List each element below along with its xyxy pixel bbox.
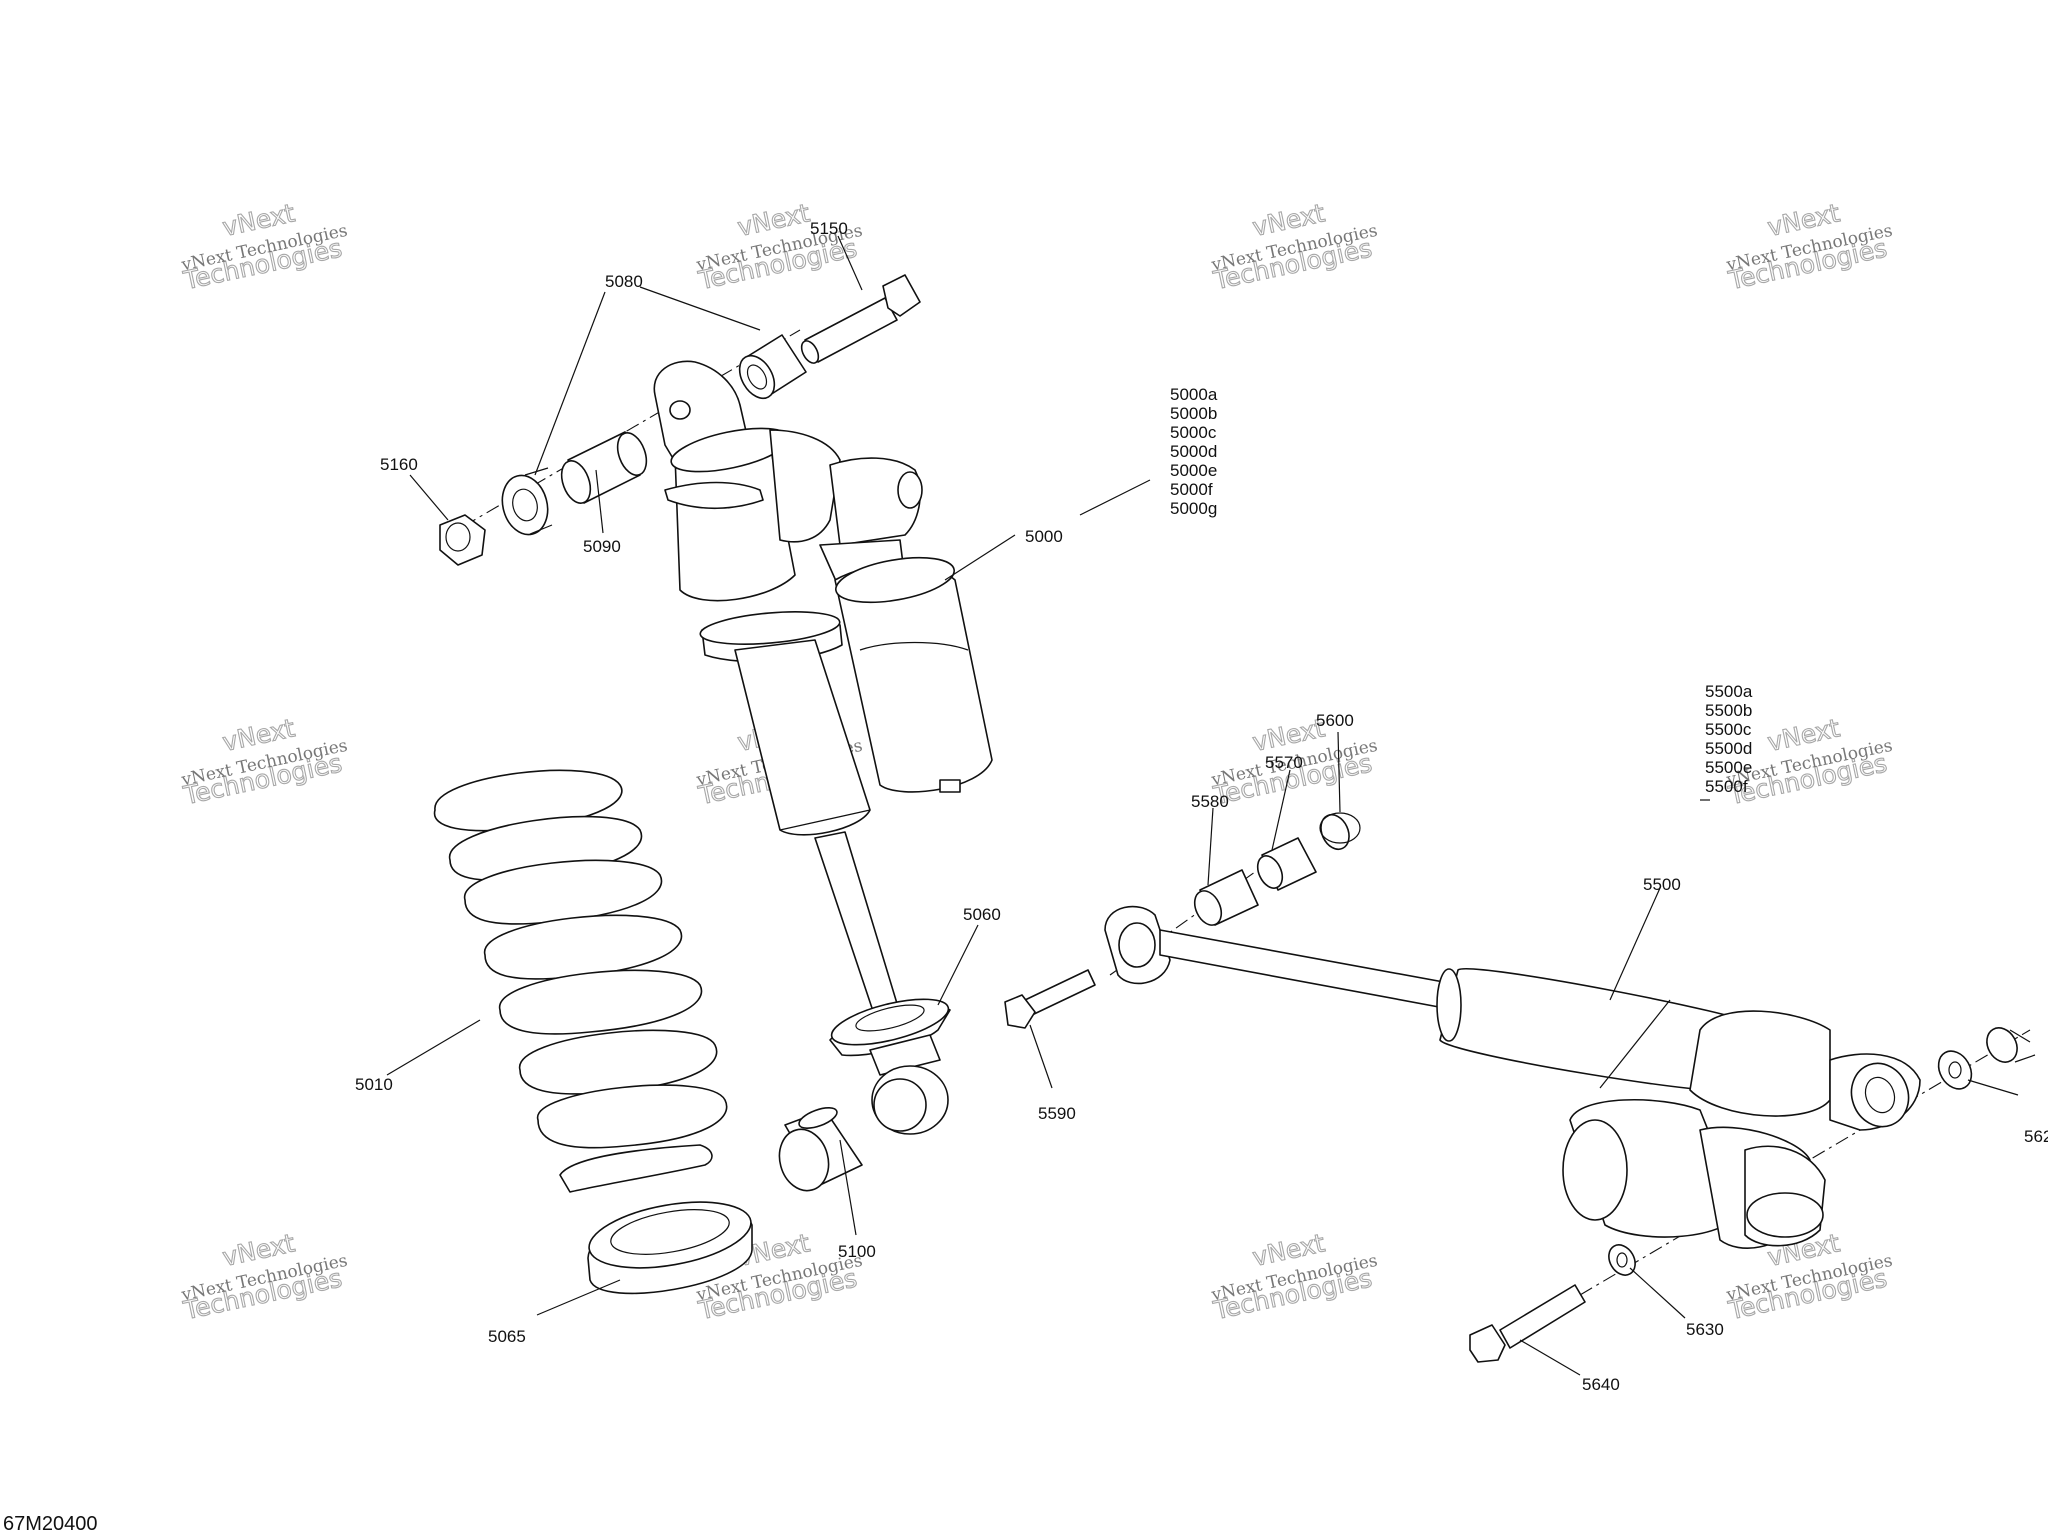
shock-5000-body <box>653 360 993 1076</box>
nut-5160 <box>439 514 486 566</box>
callout-5620: 5620 <box>2024 1127 2048 1146</box>
callout-5000-variant: 5000g <box>1170 499 1217 518</box>
coil-spring-5010 <box>433 769 728 1193</box>
callout-5160: 5160 <box>380 455 418 474</box>
callout-5100: 5100 <box>838 1242 876 1261</box>
callout-5010: 5010 <box>355 1075 393 1094</box>
bushing-5100 <box>778 1107 863 1192</box>
bolt-5640 <box>1469 1284 1586 1363</box>
bushing-5080-upper <box>738 334 807 400</box>
callout-5060: 5060 <box>963 905 1001 924</box>
diagram-reference: 67M20400 <box>3 1513 98 1535</box>
callout-5500-variant: 5500d <box>1705 739 1752 758</box>
callout-5500-variant: 5500c <box>1705 720 1752 739</box>
callout-5500-variant: 5500f <box>1705 777 1748 796</box>
spring-seat-5065 <box>587 1201 753 1295</box>
callout-5500-variant: 5500b <box>1705 701 1752 720</box>
callout-5000-variant: 5000c <box>1170 423 1217 442</box>
callout-5590: 5590 <box>1038 1104 1076 1123</box>
callout-5600: 5600 <box>1316 711 1354 730</box>
spacer-5570 <box>1256 837 1317 891</box>
callout-5000-variant: 5000e <box>1170 461 1217 480</box>
callout-5500-variant: 5500a <box>1705 682 1753 701</box>
callout-5000: 5000 <box>1025 527 1063 546</box>
bolt-5150 <box>800 274 921 364</box>
shock-lower-eyelet <box>871 1065 949 1135</box>
callout-5640: 5640 <box>1582 1375 1620 1394</box>
spacer-5090 <box>560 431 648 504</box>
callout-5080: 5080 <box>605 272 643 291</box>
bushing-5620 <box>1937 1027 2036 1090</box>
shock-5500-body <box>1104 905 1921 1249</box>
watermark: vNext Technologies vNext Technologies <box>179 198 349 296</box>
callout-5570: 5570 <box>1265 753 1303 772</box>
callout-5000-variant: 5000a <box>1170 385 1218 404</box>
watermark: vNext Technologies vNext Technologies <box>1724 198 1894 296</box>
callout-5090: 5090 <box>583 537 621 556</box>
bushing-5600 <box>1319 812 1361 851</box>
bolt-5590 <box>1004 969 1096 1029</box>
callout-5580: 5580 <box>1191 792 1229 811</box>
watermark: vNext Technologies vNext Technologies <box>1209 198 1379 296</box>
bushing-5580 <box>1193 869 1259 926</box>
watermark: vNext Technologies vNext Technologies <box>1209 1228 1379 1326</box>
callout-5000-variant: 5000b <box>1170 404 1217 423</box>
callout-5150: 5150 <box>810 219 848 238</box>
callout-labels: 5150 5080 5160 5090 5000 5000a 5000b 500… <box>355 219 2048 1394</box>
callout-5000-variant: 5000f <box>1170 480 1213 499</box>
watermark: vNext Technologies vNext Technologies <box>179 1228 349 1326</box>
watermark: vNext Technologies vNext Technologies <box>179 713 349 811</box>
callout-5500: 5500 <box>1643 875 1681 894</box>
callout-5000-variant: 5000d <box>1170 442 1217 461</box>
callout-5500-variant: 5500e <box>1705 758 1752 777</box>
callout-5630: 5630 <box>1686 1320 1724 1339</box>
leader-lines <box>386 235 2019 1376</box>
washer-5630 <box>1608 1244 1636 1276</box>
callout-5065: 5065 <box>488 1327 526 1346</box>
